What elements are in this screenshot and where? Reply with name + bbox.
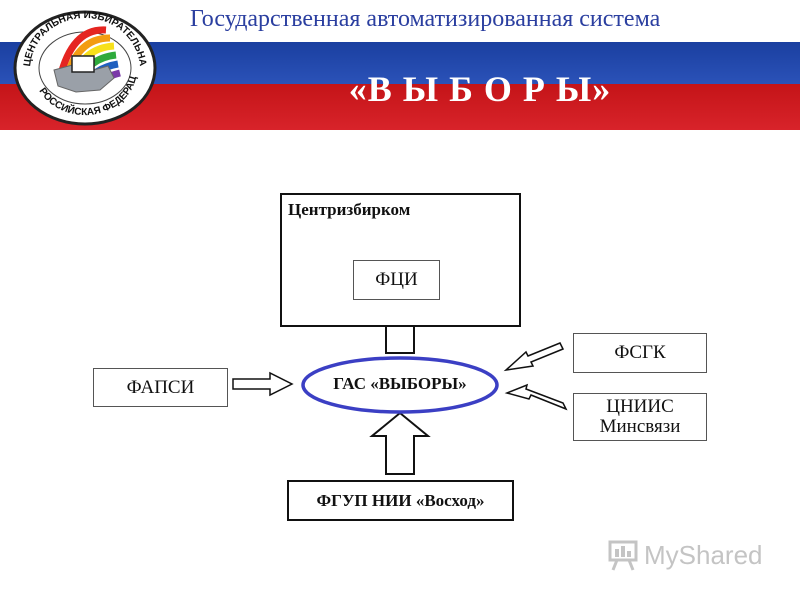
fci-label: ФЦИ: [375, 269, 418, 291]
arrow-fapsi-to-gas: [232, 371, 294, 397]
cik-label: Центризбирком: [288, 200, 411, 219]
header: ЦЕНТРАЛЬНАЯ ИЗБИРАТЕЛЬНАЯ КОМИССИЯ РОССИ…: [0, 0, 800, 130]
gas-ellipse: [301, 356, 499, 414]
arrow-tsniis-to-gas: [504, 383, 568, 411]
fsgk-label: ФСГК: [614, 342, 666, 364]
header-subtitle: «В Ы Б О Р Ы»: [348, 69, 612, 109]
voskhod-box: ФГУП НИИ «Восход»: [287, 480, 514, 521]
tsniis-label-line2: Минсвязи: [599, 416, 681, 437]
fsgk-box: ФСГК: [573, 333, 707, 373]
presentation-board-icon: [608, 540, 638, 571]
tsniis-label-line1: ЦНИИС: [606, 396, 674, 418]
arrow-fsgk-to-gas: [503, 342, 565, 372]
watermark-text: MyShared: [644, 539, 763, 570]
gas-label: ГАС «ВЫБОРЫ»: [333, 374, 467, 393]
tsniis-box: ЦНИИС Минсвязи: [573, 393, 707, 441]
fapsi-box: ФАПСИ: [93, 368, 228, 407]
cik-logo-icon: ЦЕНТРАЛЬНАЯ ИЗБИРАТЕЛЬНАЯ КОМИССИЯ РОССИ…: [10, 8, 157, 126]
arrow-voskhod-to-gas: [369, 411, 431, 475]
voskhod-label: ФГУП НИИ «Восход»: [316, 490, 485, 510]
fapsi-label: ФАПСИ: [126, 376, 195, 398]
watermark: MyShared: [608, 538, 788, 572]
header-title: Государственная автоматизированная систе…: [190, 6, 661, 32]
fci-box: ФЦИ: [353, 260, 440, 300]
